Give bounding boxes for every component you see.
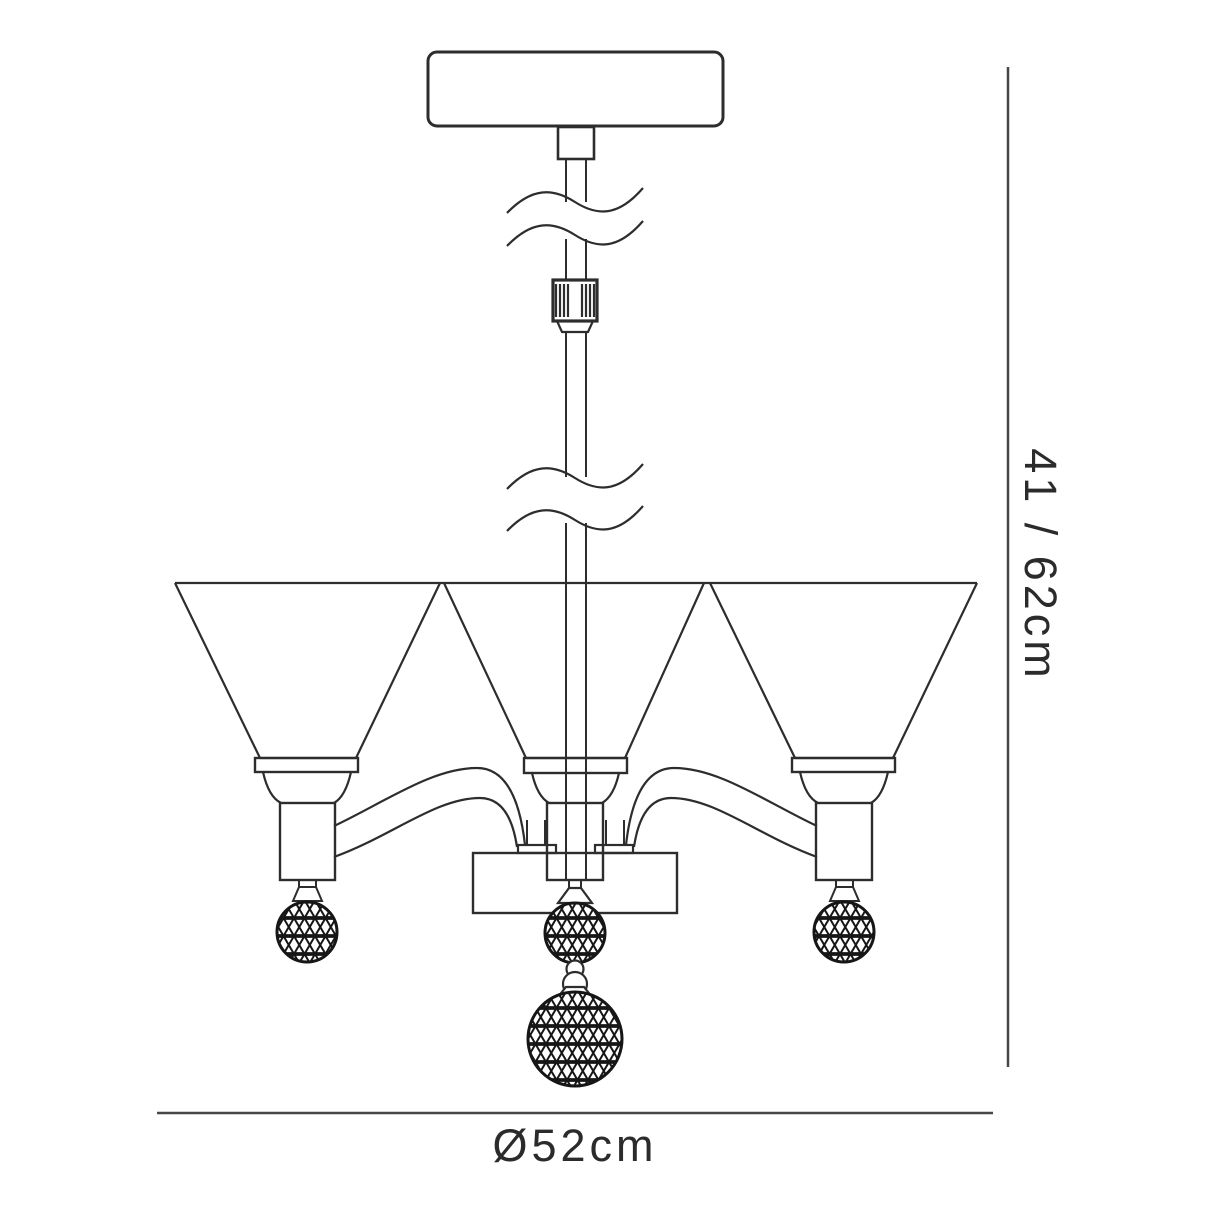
drop-necks xyxy=(291,879,861,905)
canopy-stem-connector xyxy=(556,125,596,161)
arm-right xyxy=(624,766,818,859)
socket-center xyxy=(545,801,605,882)
height-dimension-label: 41 / 62cm xyxy=(1015,448,1066,682)
stem-break-marks xyxy=(506,187,644,532)
crystal-ball-right xyxy=(812,900,876,964)
socket-right xyxy=(814,801,874,882)
dimension-lines xyxy=(157,67,1010,1115)
shade-left xyxy=(174,582,441,804)
crystal-balls xyxy=(275,900,876,1088)
crystal-ball-bottom xyxy=(526,990,624,1088)
socket-left xyxy=(278,801,337,882)
hub-posts xyxy=(516,820,635,855)
crystal-ball-center xyxy=(543,901,607,965)
arm-left xyxy=(333,766,527,859)
ceiling-canopy xyxy=(426,50,725,161)
shades xyxy=(174,581,978,804)
knurled-adjuster xyxy=(551,278,599,334)
crystal-ball-left xyxy=(275,900,339,964)
arms xyxy=(333,766,818,859)
shade-right xyxy=(709,582,978,804)
diameter-dimension-label: Ø52cm xyxy=(492,1120,658,1171)
shade-center xyxy=(443,582,706,804)
